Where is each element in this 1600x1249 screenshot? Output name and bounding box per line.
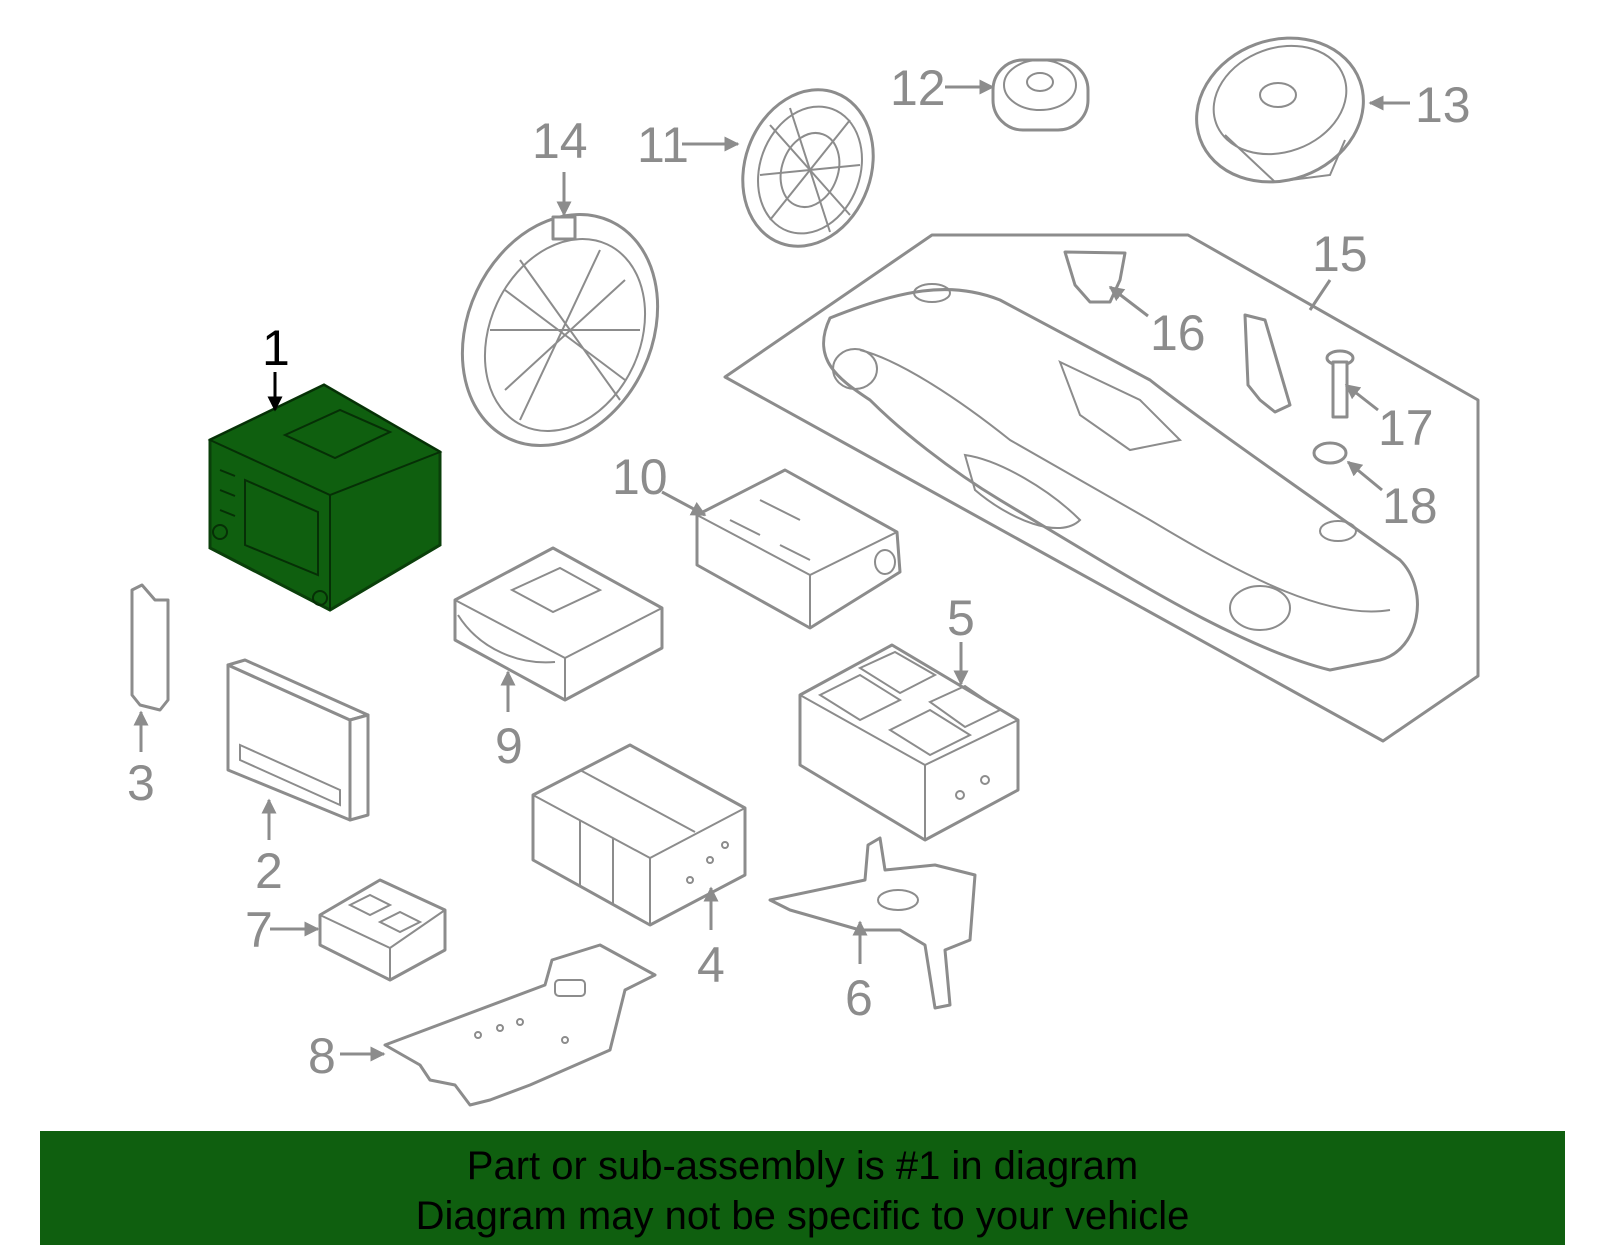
part-10-frame[interactable] (695, 468, 902, 630)
callout-8: 8 (308, 1028, 336, 1084)
part-12-tweeter[interactable] (991, 58, 1090, 132)
part-14-woofer[interactable] (426, 182, 694, 477)
part-2-amplifier[interactable] (226, 658, 370, 822)
callout-6: 6 (845, 970, 873, 1026)
part-7-module[interactable] (318, 878, 447, 982)
part-11-speaker-grille[interactable] (721, 71, 894, 264)
part-18-washer[interactable] (1312, 441, 1348, 465)
callout-11: 11 (637, 117, 689, 173)
part-1-head-unit[interactable] (207, 383, 443, 612)
callout-18: 18 (1382, 478, 1438, 534)
banner-line-2: Diagram may not be specific to your vehi… (415, 1194, 1190, 1238)
callout-2: 2 (255, 843, 283, 899)
callout-4: 4 (697, 937, 725, 993)
leader-17 (1344, 383, 1379, 412)
callout-16: 16 (1150, 305, 1206, 361)
banner-line-1: Part or sub-assembly is #1 in diagram (466, 1144, 1139, 1188)
callout-14: 14 (532, 113, 588, 169)
callout-1: 1 (262, 320, 290, 376)
part-9-module[interactable] (453, 546, 664, 702)
callout-12: 12 (890, 60, 946, 116)
part-4-changer[interactable] (531, 743, 747, 927)
callout-3: 3 (127, 755, 155, 811)
part-6-bracket[interactable] (768, 836, 977, 1010)
leader-18 (1346, 460, 1383, 492)
part-17-pin[interactable] (1325, 349, 1355, 419)
callout-10: 10 (612, 449, 668, 505)
callout-13: 13 (1415, 77, 1471, 133)
part-3-clip[interactable] (130, 583, 170, 712)
leader-10 (661, 490, 707, 517)
part-5-cage[interactable] (798, 643, 1020, 842)
callout-9: 9 (495, 718, 523, 774)
part-15-rear-shelf-group[interactable] (723, 233, 1480, 743)
leader-15 (1308, 279, 1332, 311)
callout-17: 17 (1378, 400, 1434, 456)
leader-16 (1108, 285, 1149, 318)
callout-15: 15 (1312, 226, 1368, 282)
info-banner: Part or sub-assembly is #1 in diagram Di… (40, 1131, 1565, 1245)
part-grille-strip (1243, 313, 1292, 414)
callout-7: 7 (245, 902, 273, 958)
part-13-speaker[interactable] (1176, 15, 1384, 205)
callout-5: 5 (947, 590, 975, 646)
part-8-tray[interactable] (383, 943, 657, 1107)
